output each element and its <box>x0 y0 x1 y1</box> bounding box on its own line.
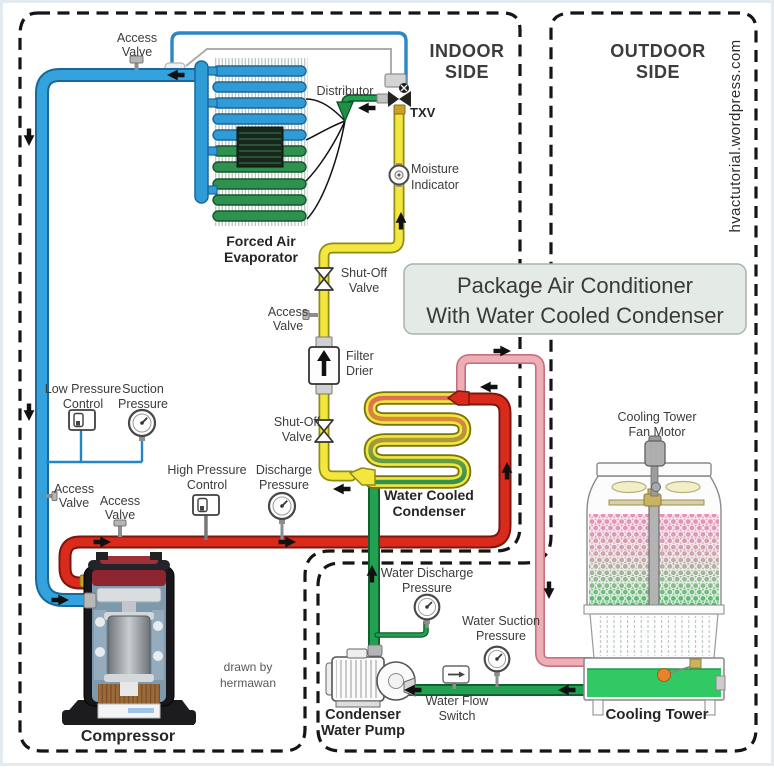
distributor-capillaries <box>305 98 346 220</box>
high-pressure-control <box>192 494 220 540</box>
water-cooled-condenser-coil <box>349 390 472 489</box>
water-discharge-pressure-label: Water Discharge <box>381 566 474 580</box>
discharge-pressure-label: Discharge <box>256 463 312 477</box>
outdoor-side-label: OUTDOOR <box>610 41 706 61</box>
low-pressure-control-label: Low Pressure <box>45 382 121 396</box>
distributor-cone <box>336 101 354 123</box>
condenser-water-pump-label-2: Water Pump <box>321 723 405 739</box>
outdoor-side-label-2: SIDE <box>636 62 680 82</box>
access-valve-top-fitting <box>129 55 144 70</box>
title-box: Package Air Conditioner With Water Coole… <box>403 263 747 335</box>
access-valve-discharge-label-2: Valve <box>105 508 135 522</box>
credit-line2: hermawan <box>220 676 276 690</box>
liquid-line-pipe <box>318 104 405 482</box>
water-discharge-pressure-gauge <box>413 593 441 628</box>
moisture-indicator <box>388 163 410 187</box>
high-pressure-control-label-2: Control <box>187 478 227 492</box>
access-valve-discharge-label: Access <box>100 494 140 508</box>
evaporator-label: Forced Air <box>226 233 296 249</box>
suction-pressure-label-2: Pressure <box>118 397 168 411</box>
filter-drier <box>308 336 340 395</box>
access-valve-suction-label-2: Valve <box>59 496 89 510</box>
fan-blade-right <box>665 480 701 494</box>
fan-motor-label: Cooling Tower <box>618 410 697 424</box>
indoor-side-label-2: SIDE <box>445 62 489 82</box>
tower-rim <box>583 604 725 615</box>
evaporator-core-patch <box>236 126 284 168</box>
txv-valve <box>376 83 411 115</box>
water-flow-switch <box>442 665 470 689</box>
water-flow-switch-label-2: Switch <box>439 709 476 723</box>
suction-pressure-label: Suction <box>122 382 164 396</box>
compressor <box>62 552 196 725</box>
shut-off-valve-lower-label: Shut-Off <box>274 415 321 429</box>
high-pressure-control-label: High Pressure <box>167 463 246 477</box>
water-cooled-condenser-label-2: Condenser <box>392 503 466 519</box>
watermark: hvactutorial.wordpress.com <box>727 40 744 233</box>
water-cooled-condenser-label: Water Cooled <box>384 487 474 503</box>
access-valve-suction-label: Access <box>54 482 94 496</box>
cooling-tower <box>583 435 726 716</box>
fan-motor <box>644 435 666 467</box>
water-return-pipe <box>456 354 596 667</box>
moisture-indicator-label: Moisture <box>411 162 459 176</box>
txv-bulb <box>384 73 407 88</box>
low-pressure-control <box>46 409 144 464</box>
cooling-tower-label: Cooling Tower <box>605 706 708 723</box>
water-suction-pressure-label-2: Pressure <box>476 629 526 643</box>
diagram-title-line2: With Water Cooled Condenser <box>426 303 724 328</box>
compressor-label: Compressor <box>81 728 175 745</box>
shut-off-valve-lower-label-2: Valve <box>282 430 312 444</box>
shut-off-valve-upper-label: Shut-Off <box>341 266 388 280</box>
txv-equalizer-line <box>164 31 408 88</box>
low-pressure-control-label-2: Control <box>63 397 103 411</box>
distributor-assembly <box>305 94 379 220</box>
evaporator-label-2: Evaporator <box>224 249 298 265</box>
basin-water <box>587 669 721 697</box>
access-valve-top-label: Access <box>117 31 157 45</box>
filter-drier-label: Filter <box>346 349 374 363</box>
outdoor-boundary <box>316 11 758 753</box>
coil-liquid-outlet <box>349 467 376 486</box>
access-valve-liquid-fitting <box>302 310 318 320</box>
float-ball <box>657 668 671 682</box>
fan-motor-label-2: Fan Motor <box>629 425 686 439</box>
filter-drier-label-2: Drier <box>346 364 373 378</box>
condenser-water-pump-label: Condenser <box>325 707 401 723</box>
water-flow-switch-label: Water Flow <box>426 694 490 708</box>
fan-blade-left <box>611 480 647 494</box>
discharge-pressure-label-2: Pressure <box>259 478 309 492</box>
distributor-label: Distributor <box>317 84 374 98</box>
condenser-water-pump <box>325 644 416 708</box>
suction-fitting <box>83 592 97 609</box>
access-valve-liquid-label-2: Valve <box>273 319 303 333</box>
water-suction-pressure-label: Water Suction <box>462 614 540 628</box>
access-valve-liquid-label: Access <box>268 305 308 319</box>
access-valve-top-label-2: Valve <box>122 45 152 59</box>
coil-refrigerant-inlet <box>447 390 470 406</box>
water-discharge-pressure-label-2: Pressure <box>402 581 452 595</box>
credit-line1: drawn by <box>224 660 273 674</box>
evaporator-coil <box>194 58 308 226</box>
indoor-boundary <box>18 11 522 753</box>
shut-off-valve-upper-label-2: Valve <box>349 281 379 295</box>
txv-label: TXV <box>410 105 436 120</box>
discharge-pressure-gauge <box>267 491 297 540</box>
indoor-side-label: INDOOR <box>430 41 505 61</box>
pump-outlet-fitting <box>367 644 383 657</box>
moisture-indicator-label-2: Indicator <box>411 178 459 192</box>
diagram-title-line1: Package Air Conditioner <box>457 273 693 298</box>
access-valve-discharge-fitting <box>113 519 127 537</box>
water-suction-pressure-gauge <box>483 645 511 687</box>
access-valve-suction-fitting <box>46 491 58 501</box>
float-valve <box>689 658 702 669</box>
suction-header <box>194 60 218 204</box>
